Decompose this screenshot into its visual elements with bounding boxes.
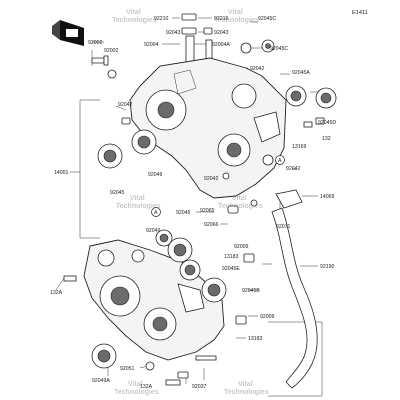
callout: 92002 xyxy=(88,40,103,46)
callout: 92049 xyxy=(146,228,161,234)
callout: 92045B xyxy=(242,288,260,294)
bearings-lower xyxy=(63,229,227,386)
callout: 92045C xyxy=(258,16,276,22)
callout: 92042 xyxy=(118,102,133,108)
callout: 92065 xyxy=(200,208,215,214)
svg-text:Technologies: Technologies xyxy=(224,389,269,396)
svg-text:Vital: Vital xyxy=(228,9,243,16)
callout: 92004A xyxy=(212,42,230,48)
callout: 92042 xyxy=(250,66,265,72)
svg-text:Vital: Vital xyxy=(128,381,143,388)
svg-text:Vital: Vital xyxy=(232,195,247,202)
svg-text:Technologies: Technologies xyxy=(214,17,259,24)
svg-text:Technologies: Technologies xyxy=(116,203,161,210)
callout-labels: 92210 92210 92043 92043 92004 92004A 920… xyxy=(50,16,336,390)
callout: 92049 xyxy=(148,172,163,178)
svg-text:Technologies: Technologies xyxy=(218,203,263,210)
callout: 92045 xyxy=(176,210,191,216)
callout: 92190 xyxy=(320,264,335,270)
callout: 132 xyxy=(322,136,331,142)
callout: 13169 xyxy=(292,144,307,150)
callout: 92042 xyxy=(286,166,301,172)
callout: 92045 xyxy=(110,190,125,196)
callout: 92009 xyxy=(260,314,275,320)
breather-hose xyxy=(271,207,318,389)
fittings xyxy=(222,172,303,325)
callout: 13183 xyxy=(248,336,263,342)
callout: 92071 xyxy=(276,224,291,230)
callout: 92009 xyxy=(234,244,249,250)
dowel-pins xyxy=(91,55,131,125)
callout: 92045D xyxy=(318,120,336,126)
callout: 92002 xyxy=(104,48,119,54)
callout: 92045A xyxy=(292,70,310,76)
callout: 14069 xyxy=(320,194,335,200)
callout: 92043 xyxy=(214,30,229,36)
callout: 132A xyxy=(140,384,153,390)
svg-text:Vital: Vital xyxy=(238,381,253,388)
watermark: Vital Technologies Vital Technologies Vi… xyxy=(112,9,269,396)
callout: 92045C xyxy=(270,46,288,52)
svg-text:A: A xyxy=(278,158,282,164)
callout: 92210 xyxy=(214,16,229,22)
svg-text:Vital: Vital xyxy=(126,9,141,16)
marker-a: A A xyxy=(151,155,285,217)
callout: 92045E xyxy=(222,266,240,272)
callout: 92004 xyxy=(144,42,159,48)
crankcase-right xyxy=(129,57,287,199)
crankcase-left xyxy=(83,239,225,361)
callout: 14001 xyxy=(54,170,69,176)
callout: 132A xyxy=(50,290,63,296)
callout: 92051 xyxy=(120,366,135,372)
svg-text:A: A xyxy=(154,210,158,216)
diagram-code: E1411 xyxy=(352,10,368,16)
svg-text:Technologies: Technologies xyxy=(112,17,157,24)
svg-text:Technologies: Technologies xyxy=(114,389,159,396)
callout: 13183 xyxy=(224,254,239,260)
callout: 92210 xyxy=(154,16,169,22)
svg-text:Vital: Vital xyxy=(130,195,145,202)
callout: 92037 xyxy=(192,384,207,390)
bearings-upper xyxy=(97,39,337,169)
callout: 92066 xyxy=(204,222,219,228)
callout: 92043 xyxy=(166,30,181,36)
callout: 92049A xyxy=(92,378,110,384)
callout: 92042 xyxy=(204,176,219,182)
front-arrow-icon xyxy=(52,20,84,46)
